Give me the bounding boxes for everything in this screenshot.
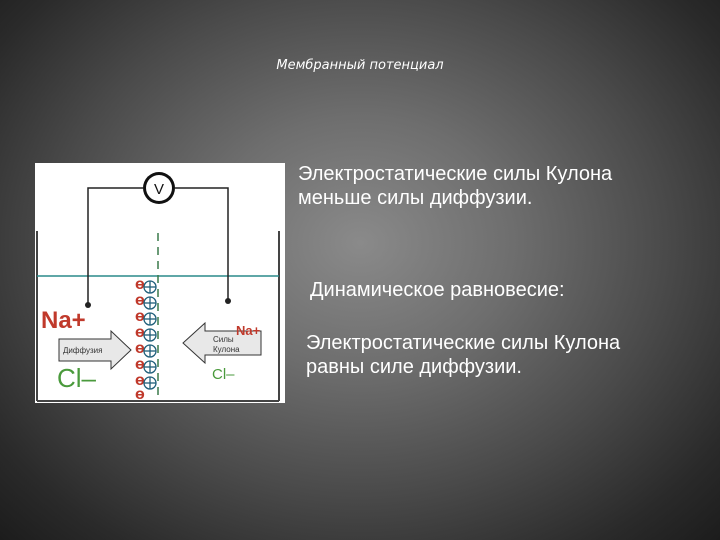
voltmeter-face xyxy=(146,175,172,201)
negative-charge-6: ө xyxy=(135,356,145,373)
positive-charge-7 xyxy=(143,376,157,390)
membrane-potential-diagram: V Na+ Cl– Диффузия Силы Кулона Na+ Cl– ө… xyxy=(35,163,285,403)
positive-charge-4 xyxy=(143,328,157,342)
diffusion-label: Диффузия xyxy=(63,346,102,355)
left-electrode-wire xyxy=(87,187,143,303)
negative-charge-2: ө xyxy=(135,292,145,309)
negative-charge-1: ө xyxy=(135,276,145,293)
positive-charge-1 xyxy=(143,280,157,294)
negative-charge-5: ө xyxy=(135,340,145,357)
left-electrode xyxy=(85,302,91,308)
positive-charge-6 xyxy=(143,360,157,374)
left-sodium-ion: Na+ xyxy=(41,307,86,334)
coulomb-label-line2: Кулона xyxy=(213,345,240,354)
coulomb-force-arrow xyxy=(182,321,262,365)
negative-charge-4: ө xyxy=(135,324,145,341)
positive-charge-5 xyxy=(143,344,157,358)
right-sodium-ion: Na+ xyxy=(236,323,261,338)
positive-charge-column xyxy=(143,280,157,390)
right-chloride-ion: Cl– xyxy=(212,366,235,383)
membrane-diagram-svg: V Na+ Cl– Диффузия Силы Кулона Na+ Cl– ө… xyxy=(35,163,285,403)
coulomb-equal-diffusion-text: Электростатические силы Кулона равны сил… xyxy=(306,332,621,378)
right-electrode-wire xyxy=(175,187,229,299)
negative-charge-7: ө xyxy=(135,372,145,389)
negative-charge-3: ө xyxy=(135,308,145,325)
voltmeter-label: V xyxy=(154,181,164,198)
dynamic-equilibrium-heading: Динамическое равновесие: xyxy=(310,279,565,301)
diffusion-arrow xyxy=(58,329,132,371)
coulomb-label-line1: Силы xyxy=(213,335,234,344)
negative-charge-8: ө xyxy=(135,386,145,403)
slide-title: Мембранный потенциал xyxy=(276,58,444,73)
positive-charge-2 xyxy=(143,296,157,310)
left-chloride-ion: Cl– xyxy=(57,363,97,393)
coulomb-less-than-diffusion-text: Электростатические силы Кулона меньше си… xyxy=(298,163,613,209)
positive-charge-3 xyxy=(143,312,157,326)
right-electrode xyxy=(225,298,231,304)
